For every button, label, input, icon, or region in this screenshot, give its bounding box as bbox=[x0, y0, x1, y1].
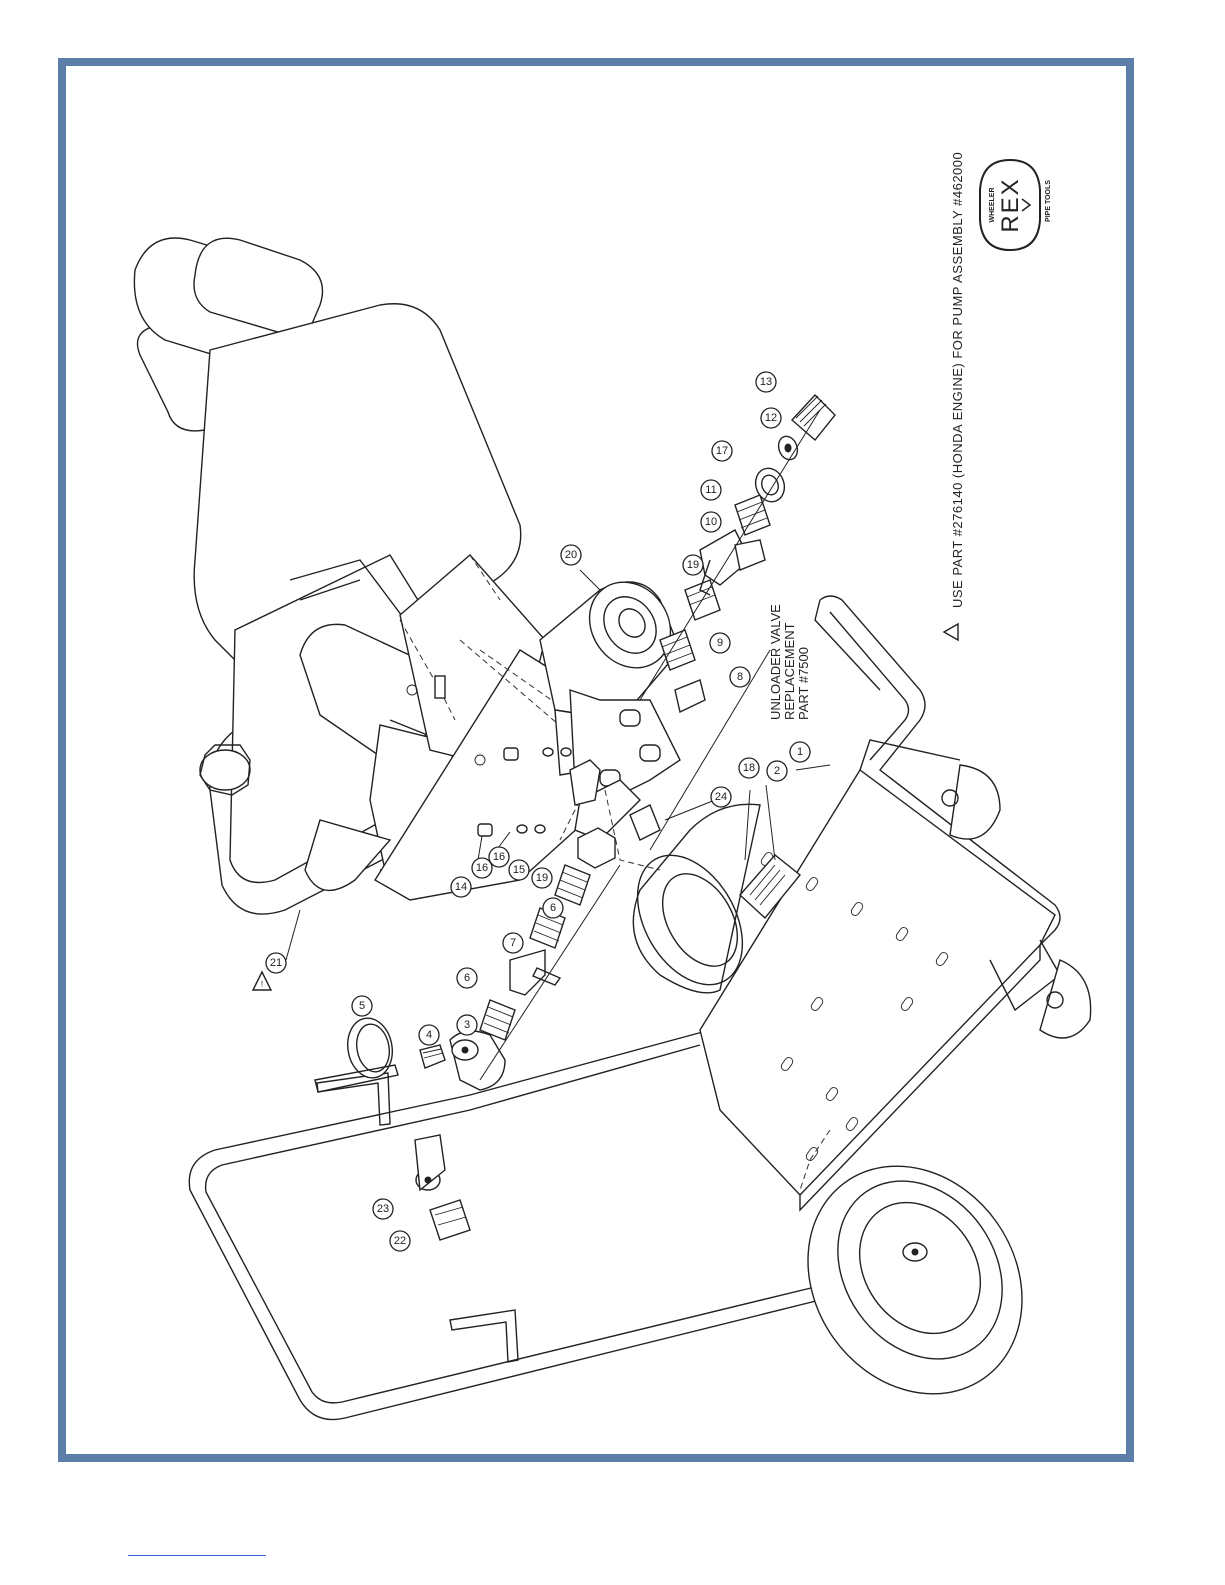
svg-text:12: 12 bbox=[765, 412, 777, 424]
callout-20: 20 bbox=[561, 545, 581, 565]
callout-10: 10 bbox=[701, 512, 721, 532]
warning-triangle-icon: ! bbox=[253, 972, 271, 990]
callout-2: 2 bbox=[767, 761, 787, 781]
nipple-11 bbox=[735, 495, 770, 535]
wheeler-rex-logo: WHEELER REX PIPE TOOLS bbox=[980, 160, 1052, 250]
svg-text:4: 4 bbox=[426, 1029, 432, 1041]
svg-text:PART #7500: PART #7500 bbox=[796, 647, 811, 720]
callout-1: 1 bbox=[790, 742, 810, 762]
svg-text:6: 6 bbox=[550, 902, 556, 914]
callout-19-right: 19 bbox=[683, 555, 703, 575]
callout-21: 21 bbox=[266, 953, 286, 973]
svg-text:20: 20 bbox=[565, 549, 577, 561]
callout-8: 8 bbox=[730, 667, 750, 687]
callout-16-upper: 16 bbox=[472, 858, 492, 878]
svg-text:7: 7 bbox=[510, 937, 516, 949]
callout-6-bottom: 6 bbox=[457, 968, 477, 988]
unloader-note: UNLOADER VALVE REPLACEMENT PART #7500 bbox=[768, 604, 811, 720]
svg-text:USE PART #276140 (HONDA ENGINE: USE PART #276140 (HONDA ENGINE) FOR PUMP… bbox=[950, 152, 965, 608]
callout-4: 4 bbox=[419, 1025, 439, 1045]
svg-text:10: 10 bbox=[705, 516, 717, 528]
fitting-22 bbox=[430, 1200, 470, 1240]
svg-text:19: 19 bbox=[536, 872, 548, 884]
svg-text:8: 8 bbox=[737, 671, 743, 683]
svg-text:1: 1 bbox=[797, 746, 803, 758]
callout-9: 9 bbox=[710, 633, 730, 653]
svg-text:6: 6 bbox=[464, 972, 470, 984]
svg-text:17: 17 bbox=[716, 445, 728, 457]
callout-24: 24 bbox=[711, 787, 731, 807]
svg-text:REX: REX bbox=[997, 177, 1024, 232]
swivel-23 bbox=[415, 1135, 445, 1190]
callout-17: 17 bbox=[712, 441, 732, 461]
svg-text:WHEELER: WHEELER bbox=[989, 188, 996, 223]
svg-text:3: 3 bbox=[464, 1019, 470, 1031]
gauge-5 bbox=[315, 1015, 398, 1092]
ball-valve-7 bbox=[510, 950, 560, 995]
svg-text:PIPE TOOLS: PIPE TOOLS bbox=[1045, 180, 1052, 222]
svg-text:19: 19 bbox=[687, 559, 699, 571]
svg-text:UNLOADER VALVE: UNLOADER VALVE bbox=[768, 604, 783, 720]
svg-text:22: 22 bbox=[394, 1235, 406, 1247]
callout-19-left: 19 bbox=[532, 868, 552, 888]
svg-text:23: 23 bbox=[377, 1203, 389, 1215]
callout-12: 12 bbox=[761, 408, 781, 428]
callout-15: 15 bbox=[509, 860, 529, 880]
callout-14: 14 bbox=[451, 877, 471, 897]
svg-text:!: ! bbox=[261, 980, 263, 989]
callout-5: 5 bbox=[352, 996, 372, 1016]
callout-7: 7 bbox=[503, 933, 523, 953]
svg-text:5: 5 bbox=[359, 1000, 365, 1012]
svg-text:16: 16 bbox=[476, 862, 488, 874]
svg-text:15: 15 bbox=[513, 864, 525, 876]
pump-assembly-note: USE PART #276140 (HONDA ENGINE) FOR PUMP… bbox=[950, 152, 965, 608]
callout-3: 3 bbox=[457, 1015, 477, 1035]
callout-23: 23 bbox=[373, 1199, 393, 1219]
callout-16-lower: 16 bbox=[489, 847, 509, 867]
svg-text:REPLACEMENT: REPLACEMENT bbox=[782, 622, 797, 720]
svg-text:2: 2 bbox=[774, 765, 780, 777]
elbow-3 bbox=[450, 1031, 505, 1090]
coupler-13 bbox=[792, 395, 835, 440]
svg-text:21: 21 bbox=[270, 957, 282, 969]
svg-text:9: 9 bbox=[717, 637, 723, 649]
note-warning-triangle-icon bbox=[944, 624, 958, 640]
fitting-8 bbox=[675, 680, 705, 712]
svg-text:14: 14 bbox=[455, 881, 467, 893]
callout-18: 18 bbox=[739, 758, 759, 778]
fitting-4 bbox=[420, 1045, 445, 1068]
callout-22: 22 bbox=[390, 1231, 410, 1251]
callout-6-top: 6 bbox=[543, 898, 563, 918]
svg-text:13: 13 bbox=[760, 376, 772, 388]
svg-text:24: 24 bbox=[715, 791, 727, 803]
svg-text:18: 18 bbox=[743, 762, 755, 774]
callout-11: 11 bbox=[701, 480, 721, 500]
svg-text:16: 16 bbox=[493, 851, 505, 863]
svg-text:11: 11 bbox=[705, 484, 716, 496]
fitting-19-left bbox=[555, 865, 590, 905]
callout-13: 13 bbox=[756, 372, 776, 392]
